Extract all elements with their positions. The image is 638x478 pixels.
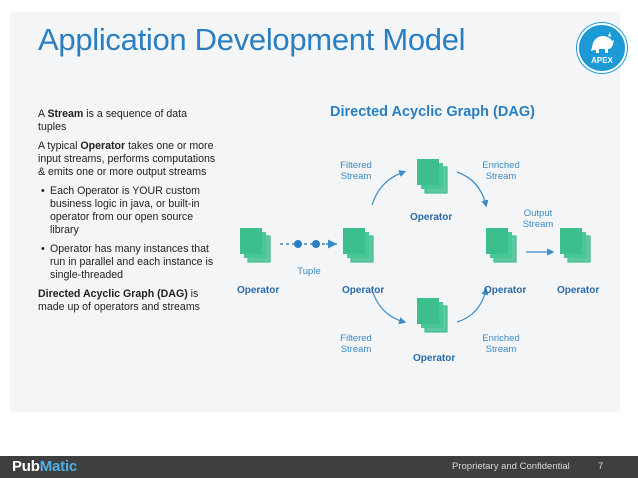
stream-definition: A Stream is a sequence of data tuples — [38, 108, 188, 133]
operator-bullets: •Each Operator is YOUR custom business l… — [38, 185, 216, 282]
label-enriched-stream-bottom: Enriched Stream — [482, 333, 520, 355]
arrow-enriched-top — [456, 171, 489, 208]
label-enriched-stream-top: Enriched Stream — [482, 160, 520, 182]
bullet-item: •Each Operator is YOUR custom business l… — [41, 185, 200, 236]
tuple-dot-icon — [312, 240, 320, 248]
operator-label: Operator — [484, 285, 527, 296]
apex-animal-icon — [591, 32, 614, 53]
operator-icon — [239, 227, 271, 263]
arrow-filtered-top — [371, 170, 407, 206]
label-filtered-stream-top: Filtered Stream — [340, 160, 372, 182]
confidential-notice: Proprietary and Confidential — [452, 461, 570, 472]
operator-label-top: Operator — [410, 212, 453, 223]
operator-definition: A typical Operator takes one or more inp… — [38, 140, 216, 178]
arrow-filtered-bottom — [371, 289, 407, 325]
pubmatic-logo: PubMatic — [12, 458, 78, 475]
page-number: 7 — [598, 461, 604, 472]
label-tuple: Tuple — [297, 266, 321, 277]
left-text-column: A Stream is a sequence of data tuples A … — [38, 108, 216, 320]
footer-bar: PubMatic Proprietary and Confidential 7 — [0, 456, 638, 478]
operator-label: Operator — [342, 285, 385, 296]
operator-label: Operator — [557, 285, 600, 296]
content-panel — [10, 12, 620, 412]
operator-icon — [559, 227, 591, 263]
dag-title: Directed Acyclic Graph (DAG) — [330, 104, 535, 120]
label-filtered-stream-bottom: Filtered Stream — [340, 333, 372, 355]
operator-label-bottom: Operator — [413, 353, 456, 364]
slide-title: Application Development Model — [38, 22, 466, 57]
operator-label: Operator — [237, 285, 280, 296]
operator-icon — [342, 227, 374, 263]
operator-icon — [485, 227, 517, 263]
apex-label: APEX — [591, 56, 613, 65]
label-output-stream: Output Stream — [522, 208, 554, 230]
operator-icon — [416, 158, 448, 194]
dag-definition: Directed Acyclic Graph (DAG) is made up … — [38, 288, 200, 313]
arrow-enriched-bottom — [456, 287, 489, 323]
tuple-dot-icon — [294, 240, 302, 248]
operator-icon — [416, 297, 448, 333]
apex-logo-badge: APEX — [577, 23, 627, 73]
bullet-item: •Operator has many instances that run in… — [41, 243, 214, 281]
